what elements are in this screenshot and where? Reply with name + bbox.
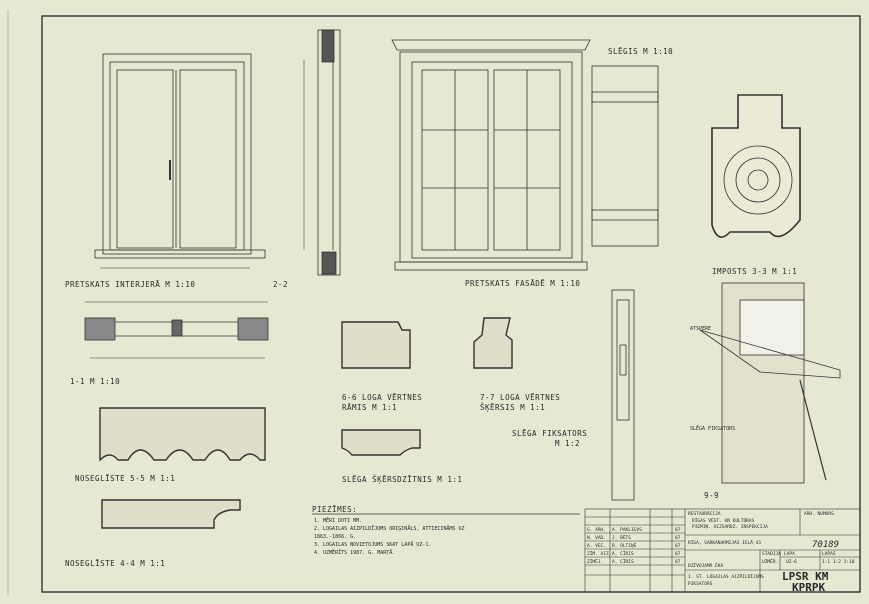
label-section-9-9: 9-9 bbox=[704, 491, 719, 500]
sheet-border bbox=[41, 15, 861, 593]
label-section-6-6: 6-6 LOGA VĒRTNES bbox=[342, 393, 422, 402]
cover-strip-4-4-drawing bbox=[101, 499, 241, 529]
label-section-7-7: 7-7 LOGA VĒRTNES bbox=[480, 393, 560, 402]
section-1-1-drawing bbox=[84, 301, 269, 359]
tb-org: RESTAURĀCIJA bbox=[688, 510, 721, 517]
note-item: 1. MĒRI DOTI MM. bbox=[314, 517, 362, 524]
note-item: 2. LOGAILAS AIZPILDĪJUMS ORIĢINĀLS, ATTI… bbox=[314, 525, 465, 532]
label-shutter-latch-scale: M 1:2 bbox=[555, 439, 580, 448]
svg-text:N. VAD.: N. VAD. bbox=[587, 535, 606, 541]
cover-strip-5-5-drawing bbox=[99, 407, 266, 462]
label-section-6-6-b: RĀMIS M 1:1 bbox=[342, 403, 397, 412]
shutter-crossbar-drawing bbox=[341, 429, 421, 456]
tb-people: G. ARH. A. PAKLIEVS 87 N. VAD. J. BĒTS 87 A.… bbox=[587, 527, 681, 565]
tb-authority-2: KPRPK bbox=[792, 581, 825, 594]
label-latch-note: SLĒGA FIKSATORS bbox=[690, 425, 735, 432]
svg-text:87: 87 bbox=[675, 559, 681, 565]
label-interior-elevation: PRETSKATS INTERJERĀ M 1:10 bbox=[65, 280, 195, 289]
svg-text:ZĪMĒJ.: ZĪMĒJ. bbox=[587, 558, 603, 565]
tb-address: RĪGA, SARKANARMIJAS IELĀ 41 bbox=[688, 539, 761, 546]
tb-stage: UZMĒR. bbox=[762, 558, 778, 565]
section-9-9-drawing bbox=[699, 282, 841, 484]
facade-elevation-drawing bbox=[391, 39, 591, 271]
label-facade-elevation: PRETSKATS FASĀDĒ M 1:10 bbox=[465, 279, 580, 288]
label-shutter-latch: SLĒGA FIKSATORS bbox=[512, 429, 587, 438]
svg-text:ZĪM. AIZ.: ZĪM. AIZ. bbox=[587, 550, 611, 557]
label-impost: IMPOSTS 3-3 M 1:1 bbox=[712, 267, 797, 276]
svg-text:A. VEC.: A. VEC. bbox=[587, 543, 606, 549]
label-section-7-7-b: ŠĶĒRSIS M 1:1 bbox=[480, 403, 545, 413]
tb-archive-number: 70189 bbox=[812, 540, 839, 550]
svg-text:A. CĪRIS: A. CĪRIS bbox=[612, 558, 634, 565]
interior-elevation-drawing bbox=[94, 53, 266, 269]
section-7-7-drawing bbox=[473, 317, 513, 369]
svg-text:A. CĪRIS: A. CĪRIS bbox=[612, 550, 634, 557]
section-6-6-drawing bbox=[341, 321, 411, 369]
svg-text:A. PAKLIEVS: A. PAKLIEVS bbox=[612, 527, 642, 533]
note-item: 1863.-1866. G. bbox=[314, 534, 356, 540]
svg-text:87: 87 bbox=[675, 535, 681, 541]
tb-archive-label: ARH. NUMURS bbox=[804, 511, 834, 517]
tb-sheets-label: LAPAS bbox=[822, 551, 836, 557]
tb-org-line1: RĪGAS VĒST. UN KULTŪRAS bbox=[692, 517, 755, 524]
svg-text:J. BĒTS: J. BĒTS bbox=[612, 534, 631, 541]
section-2-2-drawing bbox=[303, 29, 341, 276]
shutter-drawing bbox=[591, 65, 659, 247]
tb-building: DZĪVOJAMĀ ĒKA bbox=[688, 562, 724, 569]
tb-sheet-label: LAPA bbox=[784, 551, 795, 557]
label-spring: ATSPERE bbox=[690, 326, 711, 332]
tb-drawing-title2: PIKSATORS bbox=[688, 581, 713, 587]
note-item: 4. UZMĒRĪTS 1987. G. MARTĀ. bbox=[314, 549, 395, 556]
svg-text:87: 87 bbox=[675, 551, 681, 557]
tb-stage-label: STADIJA bbox=[762, 551, 781, 557]
label-cover-strip-4-4: NOSEGLĪSTE 4-4 M 1:1 bbox=[65, 559, 165, 568]
svg-text:G. ARH.: G. ARH. bbox=[587, 527, 606, 533]
svg-text:87: 87 bbox=[675, 527, 681, 533]
tb-drawing-title: 1. ST. LOGAILAS AIZPILDĪJUMS bbox=[688, 573, 764, 580]
label-section-2-2: 2-2 bbox=[273, 280, 288, 289]
label-shutter-crossbar: SLĒGA ŠĶĒRSDZĪTNIS M 1:1 bbox=[342, 475, 462, 485]
notes-title: PIEZĪMES: bbox=[312, 505, 357, 514]
impost-section-drawing bbox=[711, 94, 801, 238]
shutter-latch-drawing bbox=[611, 289, 635, 501]
tb-org-line2: PIEMIŅ. AIZSARDZ. INSPEKCIJA bbox=[692, 524, 768, 530]
tb-authority-1: LPSR KM bbox=[782, 570, 829, 583]
tb-sheet: UZ-6 bbox=[786, 559, 797, 565]
title-block bbox=[584, 508, 861, 593]
svg-text:R. OLTIŅŠ: R. OLTIŅŠ bbox=[612, 542, 637, 549]
label-shutter: SLĒGIS M 1:10 bbox=[608, 47, 673, 56]
label-cover-strip-5-5: NOSEGLĪSTE 5-5 M 1:1 bbox=[75, 474, 175, 483]
svg-text:87: 87 bbox=[675, 543, 681, 549]
label-section-1-1: 1-1 M 1:10 bbox=[70, 377, 120, 386]
tb-scale: 1:1 1:2 1:10 bbox=[822, 559, 855, 565]
note-item: 3. LOGAILAS NOVIETOJUMS SKAT LAPĀ UZ-1. bbox=[314, 541, 431, 548]
